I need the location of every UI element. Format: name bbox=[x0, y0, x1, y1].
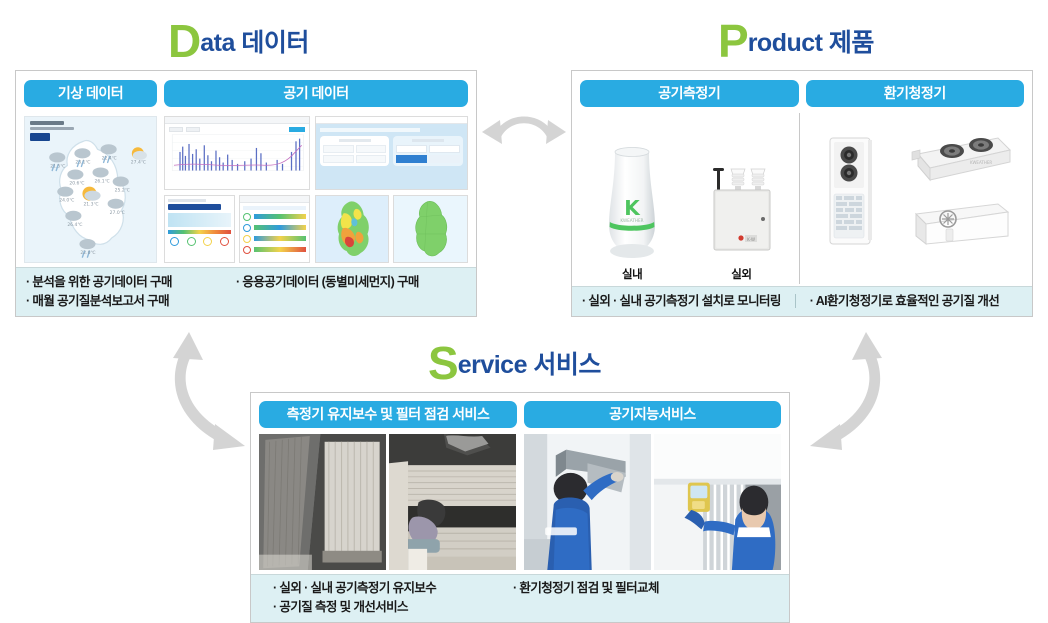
svg-text:K·W: K·W bbox=[747, 237, 755, 242]
air-chart-dashboard-thumb bbox=[164, 116, 310, 190]
svg-text:KWEATHER: KWEATHER bbox=[621, 218, 644, 223]
section-initial-d: D bbox=[168, 15, 201, 67]
air-report-thumb bbox=[164, 194, 235, 264]
svg-text:26.1℃: 26.1℃ bbox=[95, 179, 110, 185]
chip-weather-data[interactable]: 기상 데이터 bbox=[24, 80, 157, 107]
svg-text:KWEATHER: KWEATHER bbox=[970, 160, 992, 165]
service-bullets-left: · 실외 · 실내 공기측정기 유지보수 · 공기질 측정 및 개선서비스 bbox=[273, 581, 513, 614]
data-bullets-left: · 분석을 위한 공기데이터 구매 · 매월 공기질분석보고서 구매 bbox=[26, 275, 236, 308]
korea-green-map-icon bbox=[415, 200, 448, 257]
panel-service: 측정기 유지보수 및 필터 점검 서비스 공기지능서비스 bbox=[250, 392, 790, 623]
photo-dirty-filter bbox=[259, 434, 386, 571]
data-bullet-2: · 매월 공기질분석보고서 구매 bbox=[26, 293, 170, 308]
filter-maintenance-photos bbox=[259, 434, 516, 571]
service-bullet-3: · 환기청정기 점검 및 필터교체 bbox=[513, 581, 659, 596]
product-bullet-2: · AI환기청정기로 효율적인 공기질 개선 bbox=[809, 293, 1000, 308]
chip-air-sensor[interactable]: 공기측정기 bbox=[580, 80, 799, 107]
data-product-arrow bbox=[482, 116, 566, 144]
svg-text:22.0℃: 22.0℃ bbox=[80, 250, 95, 256]
product-chip-row: 공기측정기 환기청정기 bbox=[572, 71, 1032, 107]
data-bullet-1: · 분석을 위한 공기데이터 구매 bbox=[26, 275, 172, 290]
air-data-thumbs bbox=[164, 116, 469, 264]
chip-air-data[interactable]: 공기 데이터 bbox=[164, 80, 468, 107]
data-service-arrow bbox=[173, 332, 245, 450]
ceiling-ventilator-icon: KWEATHER bbox=[911, 137, 1011, 182]
outdoor-sensor-item: K·W 실외 bbox=[705, 143, 777, 282]
photo-filter-replacement bbox=[389, 434, 516, 571]
svg-text:26.4℃: 26.4℃ bbox=[67, 222, 82, 228]
section-title-product-text: roduct 제품 bbox=[747, 29, 875, 57]
product-panel-body: K KWEATHER 실내 bbox=[572, 107, 1032, 286]
service-panel-footer: · 실외 · 실내 공기측정기 유지보수 · 공기질 측정 및 개선서비스 · … bbox=[251, 574, 789, 622]
product-bullets-right: · AI환기청정기로 효율적인 공기질 개선 bbox=[809, 293, 1000, 308]
chip-air-intelligence-service[interactable]: 공기지능서비스 bbox=[524, 401, 781, 428]
section-initial-s: S bbox=[428, 337, 459, 389]
panel-product: 공기측정기 환기청정기 bbox=[571, 70, 1033, 317]
service-chip-row: 측정기 유지보수 및 필터 점검 서비스 공기지능서비스 bbox=[251, 393, 789, 428]
section-title-service: Service 서비스 bbox=[428, 340, 601, 386]
section-title-service-text: ervice 서비스 bbox=[457, 351, 602, 379]
service-panel-body bbox=[251, 428, 789, 575]
wall-ventilator-icon bbox=[914, 203, 1010, 246]
product-bullet-1: · 실외 · 실내 공기측정기 설치로 모니터링 bbox=[582, 293, 781, 308]
chip-sensor-maintenance[interactable]: 측정기 유지보수 및 필터 점검 서비스 bbox=[259, 401, 517, 428]
indoor-sensor-item: K KWEATHER 실내 bbox=[601, 143, 663, 282]
outdoor-air-sensor-icon: K·W bbox=[713, 167, 771, 251]
air-measurement-photo-icon bbox=[654, 434, 781, 571]
dirty-filter-photo-icon bbox=[259, 434, 386, 571]
air-sensor-group: K KWEATHER 실내 bbox=[580, 113, 799, 284]
timeseries-chart-icon bbox=[171, 134, 304, 171]
filter-replacement-photo-icon bbox=[389, 434, 516, 571]
svg-text:27.0℃: 27.0℃ bbox=[110, 210, 125, 216]
indoor-sensor-caption: 실내 bbox=[622, 268, 643, 281]
svg-text:20.6℃: 20.6℃ bbox=[69, 181, 84, 187]
outdoor-sensor-caption: 실외 bbox=[731, 268, 752, 281]
section-title-data: Data 데이터 bbox=[168, 18, 309, 64]
pm-heatmap-map-thumb bbox=[314, 194, 390, 264]
air-quality-dashboard-thumb bbox=[314, 116, 468, 190]
pm-clean-map-thumb bbox=[393, 194, 469, 264]
data-bullets-right: · 응용공기데이터 (동별미세먼지) 구매 bbox=[236, 275, 419, 308]
chip-ventilation-purifier[interactable]: 환기청정기 bbox=[805, 80, 1024, 107]
korea-weather-map-icon: 21.5℃ 23.1℃ 22.4℃ 20.6℃ 26.1℃ 25.2℃ 24.0℃ 27… bbox=[49, 139, 147, 258]
section-title-data-text: ata 데이터 bbox=[200, 29, 309, 57]
product-service-arrow bbox=[810, 332, 882, 450]
indoor-air-sensor-icon: K KWEATHER bbox=[609, 146, 656, 258]
data-panel-footer: · 분석을 위한 공기데이터 구매 · 매월 공기질분석보고서 구매 · 응용공… bbox=[16, 267, 476, 316]
service-bullet-1: · 실외 · 실내 공기측정기 유지보수 bbox=[273, 581, 437, 596]
data-bullet-3: · 응용공기데이터 (동별미세먼지) 구매 bbox=[236, 275, 419, 290]
photo-duct-inspection bbox=[524, 434, 651, 571]
product-panel-footer: · 실외 · 실내 공기측정기 설치로 모니터링 · AI환기청정기로 효율적인… bbox=[572, 285, 1032, 316]
air-table-thumb bbox=[238, 194, 310, 264]
product-column-divider bbox=[798, 113, 800, 284]
photo-air-measurement bbox=[654, 434, 781, 571]
air-purifier-unit-icon bbox=[829, 137, 872, 245]
svg-text:22.4℃: 22.4℃ bbox=[102, 155, 117, 161]
data-panel-body: 21.5℃ 23.1℃ 22.4℃ 20.6℃ 26.1℃ 25.2℃ 24.0℃ 27… bbox=[16, 107, 476, 268]
panel-data: 기상 데이터 공기 데이터 bbox=[15, 70, 477, 317]
brand-letter-k: K bbox=[624, 196, 641, 220]
svg-text:24.0℃: 24.0℃ bbox=[59, 198, 74, 204]
section-initial-p: P bbox=[718, 15, 749, 67]
service-bullet-2: · 공기질 측정 및 개선서비스 bbox=[273, 599, 409, 614]
weather-map-thumb: 21.5℃ 23.1℃ 22.4℃ 20.6℃ 26.1℃ 25.2℃ 24.0℃ 27… bbox=[24, 116, 157, 264]
ventilation-group: KWEATHER bbox=[800, 113, 1025, 284]
section-title-product: Product 제품 bbox=[718, 18, 874, 64]
duct-inspection-photo-icon bbox=[524, 434, 651, 571]
svg-text:23.1℃: 23.1℃ bbox=[75, 159, 90, 165]
svg-text:27.4℃: 27.4℃ bbox=[131, 159, 146, 165]
svg-text:21.5℃: 21.5℃ bbox=[50, 163, 65, 169]
data-chip-row: 기상 데이터 공기 데이터 bbox=[16, 71, 476, 107]
svg-text:21.3℃: 21.3℃ bbox=[83, 202, 98, 208]
air-intelligence-photos bbox=[524, 434, 781, 571]
product-bullets-left: · 실외 · 실내 공기측정기 설치로 모니터링 bbox=[582, 294, 781, 308]
product-footer-divider bbox=[794, 293, 796, 308]
svg-text:25.2℃: 25.2℃ bbox=[115, 188, 130, 194]
korea-heatmap-icon bbox=[337, 201, 369, 256]
service-bullets-right: · 환기청정기 점검 및 필터교체 bbox=[513, 581, 659, 614]
